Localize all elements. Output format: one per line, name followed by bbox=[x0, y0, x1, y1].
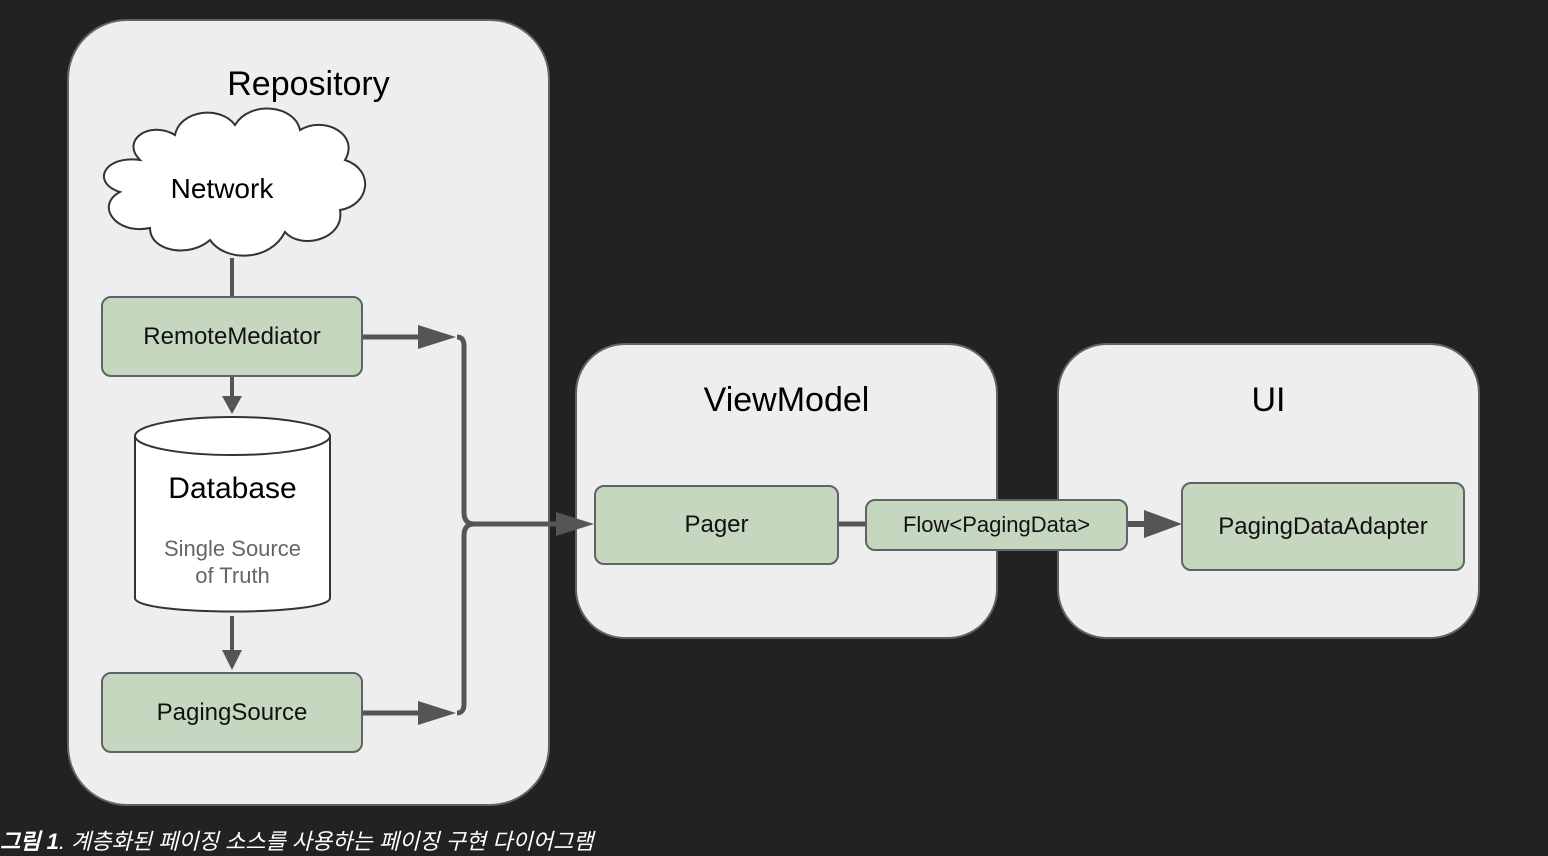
pager-label: Pager bbox=[684, 511, 749, 538]
viewmodel-title: ViewModel bbox=[703, 381, 870, 419]
diagram-canvas: Repository ViewModel UI bbox=[0, 19, 1480, 854]
arrowhead-icon bbox=[1144, 510, 1182, 538]
arrowhead-icon bbox=[418, 325, 456, 349]
merge-bracket bbox=[456, 334, 475, 716]
repository-title: Repository bbox=[227, 65, 390, 103]
remotemediator-label: RemoteMediator bbox=[143, 322, 321, 350]
pager-node: Pager bbox=[594, 485, 839, 565]
figure-caption: 그림 1. 계층화된 페이징 소스를 사용하는 페이징 구현 다이어그램 bbox=[0, 824, 760, 856]
flow-label: Flow<PagingData> bbox=[902, 512, 1091, 537]
arrowhead-icon bbox=[556, 512, 594, 536]
ui-title: UI bbox=[1251, 381, 1286, 419]
database-sublabel-line1: Single Source bbox=[164, 536, 301, 561]
arrowhead-icon bbox=[222, 650, 242, 670]
database-sublabel-line2: of Truth bbox=[195, 563, 270, 588]
arrowhead-icon bbox=[418, 701, 456, 725]
caption-text: . 계층화된 페이징 소스를 사용하는 페이징 구현 다이어그램 bbox=[58, 829, 594, 854]
diagram-edges bbox=[103, 107, 1182, 725]
pagingsource-label: PagingSource bbox=[156, 698, 308, 726]
cloud-icon bbox=[103, 107, 366, 257]
arrowhead-icon bbox=[222, 396, 242, 414]
database-cylinder-icon bbox=[134, 416, 331, 613]
database-label: Database bbox=[168, 472, 297, 505]
pagingdataadapter-label: PagingDataAdapter bbox=[1218, 512, 1428, 540]
network-label: Network bbox=[170, 173, 274, 204]
caption-prefix: 그림 1 bbox=[0, 829, 59, 854]
pagingdataadapter-node: PagingDataAdapter bbox=[1181, 482, 1465, 571]
flow-node: Flow<PagingData> bbox=[865, 499, 1128, 551]
pagingsource-node: PagingSource bbox=[101, 672, 363, 753]
remotemediator-node: RemoteMediator bbox=[101, 296, 363, 377]
